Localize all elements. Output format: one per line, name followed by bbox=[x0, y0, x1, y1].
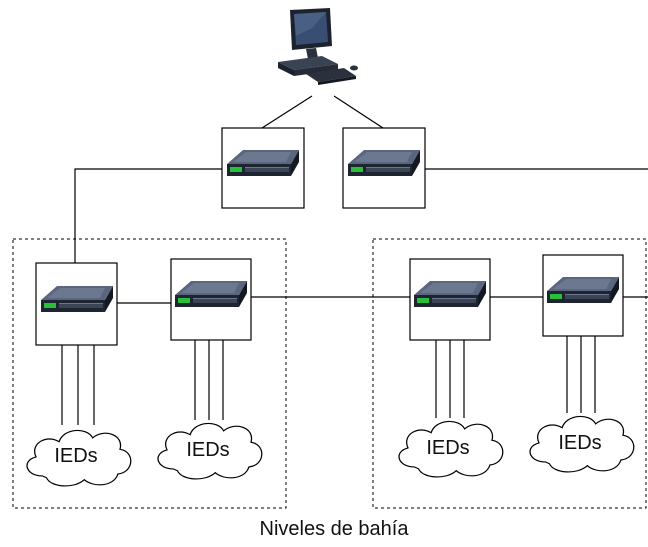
ied-cloud-3: IEDs bbox=[398, 420, 504, 478]
bay-group-right bbox=[372, 238, 647, 509]
desktop-computer-icon bbox=[278, 8, 358, 85]
ied-label: IEDs bbox=[426, 437, 469, 459]
ied-label: IEDs bbox=[558, 432, 601, 454]
ied-label: IEDs bbox=[186, 439, 229, 461]
ied-label: IEDs bbox=[54, 445, 97, 467]
bay-switch-2 bbox=[170, 258, 252, 341]
bay-group-left bbox=[12, 238, 287, 509]
connection-lines bbox=[61, 95, 648, 425]
ied-cloud-2: IEDs bbox=[157, 422, 263, 480]
top-switch-left bbox=[221, 127, 305, 209]
bay-switch-3 bbox=[409, 258, 491, 341]
top-switch-right bbox=[342, 127, 426, 209]
bay-switch-1 bbox=[35, 262, 118, 346]
ied-cloud-1: IEDs bbox=[26, 429, 132, 487]
bay-switch-4 bbox=[542, 254, 624, 337]
ied-cloud-4: IEDs bbox=[529, 415, 635, 473]
diagram-caption: Niveles de bahía bbox=[260, 518, 410, 540]
